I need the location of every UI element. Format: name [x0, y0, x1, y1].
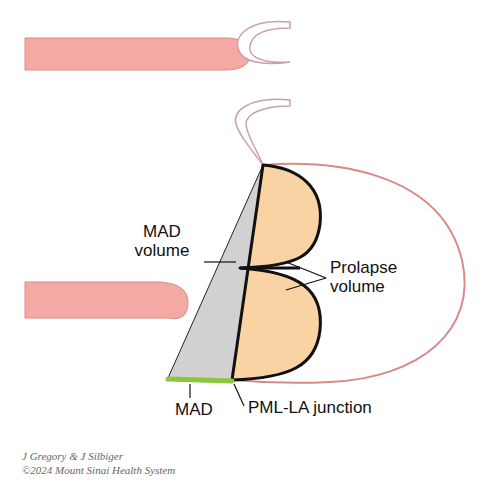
- region-label: Prolapse volume: [330, 258, 426, 296]
- structure-label: PML-LA junction: [248, 398, 388, 417]
- leader-line: [286, 278, 326, 290]
- leader-line: [286, 262, 326, 278]
- leader-line: [189, 384, 190, 398]
- leader-line: [204, 261, 236, 262]
- ventricle-outline: [232, 164, 465, 383]
- copyright-note: ©2024 Mount Sinai Health System: [22, 464, 322, 477]
- credit-note: J Gregory & J Silbiger: [22, 450, 322, 463]
- leader-line: [234, 384, 244, 406]
- upper-wall: [25, 38, 250, 70]
- aortic-cusp: [238, 21, 290, 63]
- lower-wall: [25, 282, 188, 319]
- region-label: MAD volume: [120, 222, 204, 260]
- measure-label: MAD: [164, 400, 224, 419]
- aortic-cusp: [235, 99, 290, 165]
- prolapse-lobes: [232, 165, 320, 380]
- lobe-divider: [240, 267, 300, 270]
- mad-bar: [168, 379, 232, 381]
